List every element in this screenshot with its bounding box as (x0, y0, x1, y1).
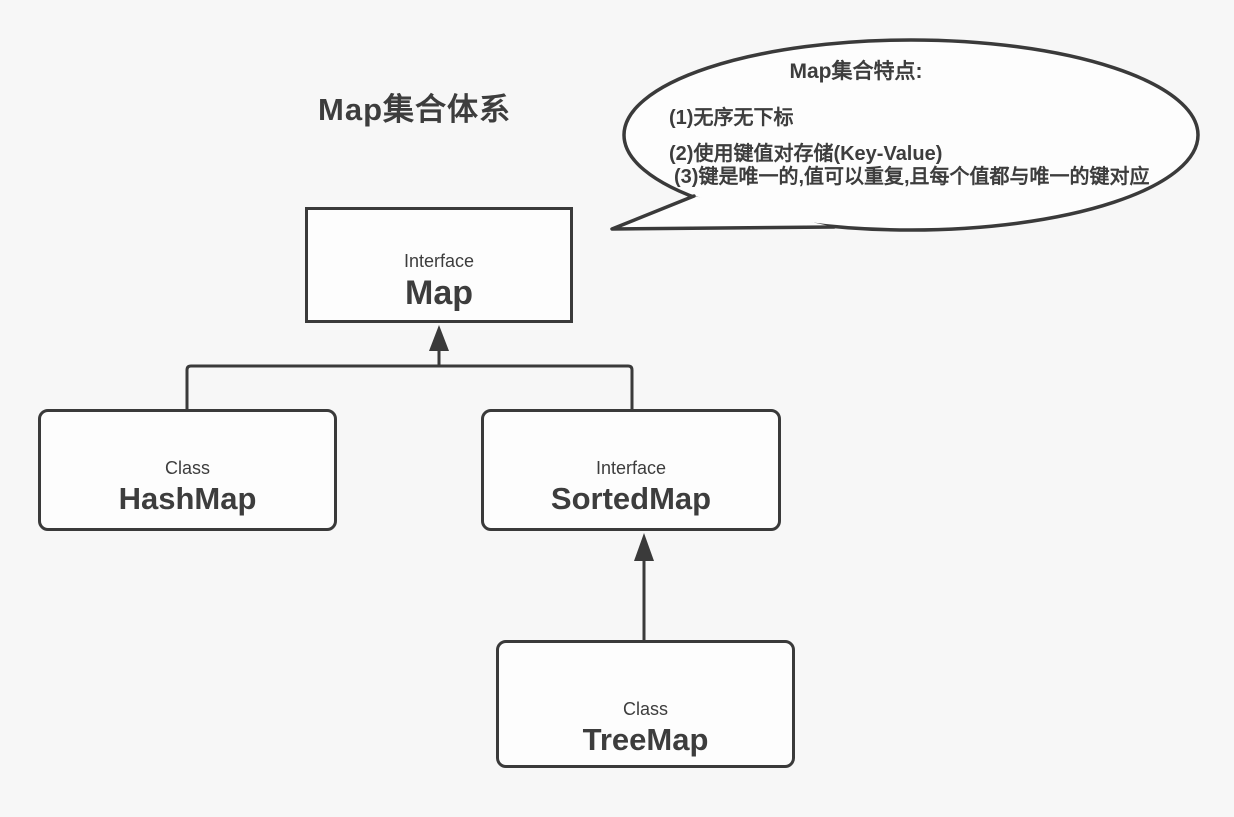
speech-bubble-tail (610, 194, 836, 231)
node-treemap: Class TreeMap (496, 640, 795, 768)
bubble-point-3: (3)键是唯一的,值可以重复,且每个值都与唯一的键对应 (674, 166, 1150, 188)
node-hashmap: Class HashMap (38, 409, 337, 531)
node-sortedmap-stereotype: Interface (595, 458, 667, 479)
node-treemap-name: TreeMap (582, 721, 709, 757)
bubble-title: Map集合特点: (789, 60, 923, 83)
connector-children-to-map (185, 364, 634, 409)
node-hashmap-name: HashMap (118, 480, 257, 516)
inheritance-arrowhead-map-icon (429, 325, 449, 351)
bubble-point-2: (2)使用键值对存储(Key-Value) (669, 143, 943, 165)
node-treemap-stereotype: Class (622, 699, 668, 720)
bubble-point-1: (1)无序无下标 (669, 107, 794, 129)
node-sortedmap: Interface SortedMap (481, 409, 781, 531)
inheritance-arrowhead-sortedmap-icon (634, 533, 654, 561)
node-sortedmap-name: SortedMap (550, 480, 712, 516)
node-hashmap-stereotype: Class (164, 458, 210, 479)
diagram-title: Map集合体系 (318, 92, 511, 127)
node-map-name: Map (405, 273, 473, 312)
node-map: Interface Map (305, 207, 573, 323)
node-map-stereotype: Interface (403, 251, 475, 272)
